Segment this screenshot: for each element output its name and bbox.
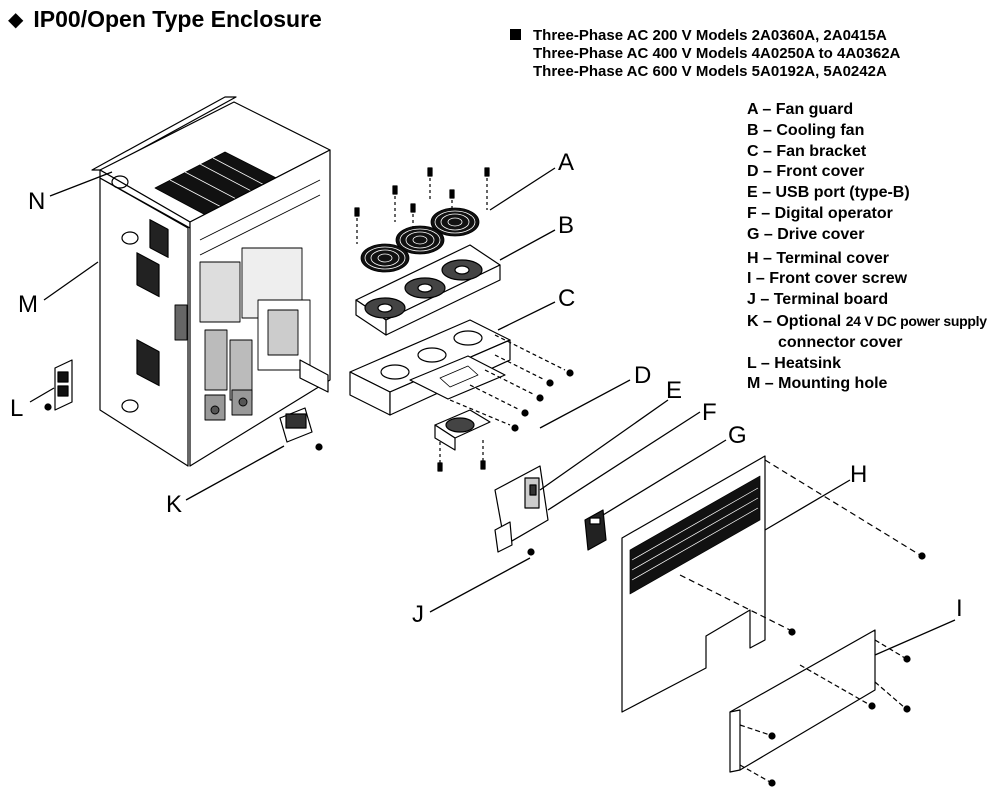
fan-bracket: [349, 319, 511, 416]
bracket-screws: [449, 334, 574, 432]
mounting-hole: [111, 175, 139, 413]
callout-E: E: [666, 377, 682, 404]
callout-F: F: [702, 399, 717, 426]
legend-item: I – Front cover screw: [747, 270, 908, 288]
legend-item: E – USB port (type-B): [747, 184, 910, 202]
connector-cover: [279, 407, 323, 451]
drive-body: [91, 96, 331, 467]
callout-M: M: [18, 291, 38, 318]
legend-item: C – Fan bracket: [747, 142, 867, 160]
callout-L: L: [10, 395, 23, 422]
diamond-bullet-icon: ◆: [8, 9, 24, 31]
model-line: Three-Phase AC 200 V Models 2A0360A, 2A0…: [510, 27, 900, 45]
terminal-cover: [729, 629, 911, 787]
small-fan: [434, 409, 491, 472]
model-line: Three-Phase AC 600 V Models 5A0192A, 5A0…: [533, 63, 887, 80]
page-title: ◆ IP00/Open Type Enclosure: [8, 6, 322, 33]
callout-J: J: [412, 601, 424, 628]
legend-item: K – Optional 24 V DC power supply: [747, 312, 987, 330]
legend-item-continuation: connector cover: [778, 333, 903, 351]
page-title-text: IP00/Open Type Enclosure: [33, 6, 322, 32]
leader-lines: [29, 167, 956, 656]
legend-item: F – Digital operator: [747, 204, 893, 222]
legend-item: L – Heatsink: [747, 354, 841, 372]
legend-item: A – Fan guard: [747, 101, 854, 118]
legend-item: B – Cooling fan: [747, 121, 865, 139]
digital-operator: [584, 509, 607, 551]
callout-H: H: [850, 461, 867, 488]
drive-cover: [621, 455, 926, 713]
callout-A: A: [558, 149, 574, 176]
fan-guards: [354, 167, 490, 273]
callout-N: N: [28, 188, 45, 215]
fan-guard-screws: [354, 167, 490, 244]
legend-item: H – Terminal cover: [747, 249, 889, 267]
callout-I: I: [956, 595, 963, 622]
callout-G: G: [728, 422, 747, 449]
square-bullet-icon: [510, 29, 521, 40]
legend-item: M – Mounting hole: [747, 375, 888, 393]
callout-letters: N M L K A B C D E F G H I J: [10, 149, 963, 628]
usb-port: [529, 484, 537, 496]
callout-K: K: [166, 491, 182, 518]
internal-components: [174, 179, 321, 421]
drive-cover-vent: [629, 475, 761, 595]
model-list: Three-Phase AC 200 V Models 2A0360A, 2A0…: [510, 27, 900, 81]
front-cover: [494, 465, 549, 556]
heatsink: [44, 359, 73, 411]
legend-item: G – Drive cover: [747, 225, 865, 243]
callout-C: C: [558, 285, 575, 312]
cooling-fans: [355, 244, 501, 336]
legend-item: J – Terminal board: [747, 291, 889, 309]
callout-B: B: [558, 212, 574, 239]
parts-legend: A – Fan guard B – Cooling fan C – Fan br…: [747, 100, 987, 395]
callout-D: D: [634, 362, 651, 389]
model-line: Three-Phase AC 400 V Models 4A0250A to 4…: [533, 45, 901, 62]
side-vent: [136, 219, 169, 387]
legend-item: D – Front cover: [747, 163, 865, 181]
